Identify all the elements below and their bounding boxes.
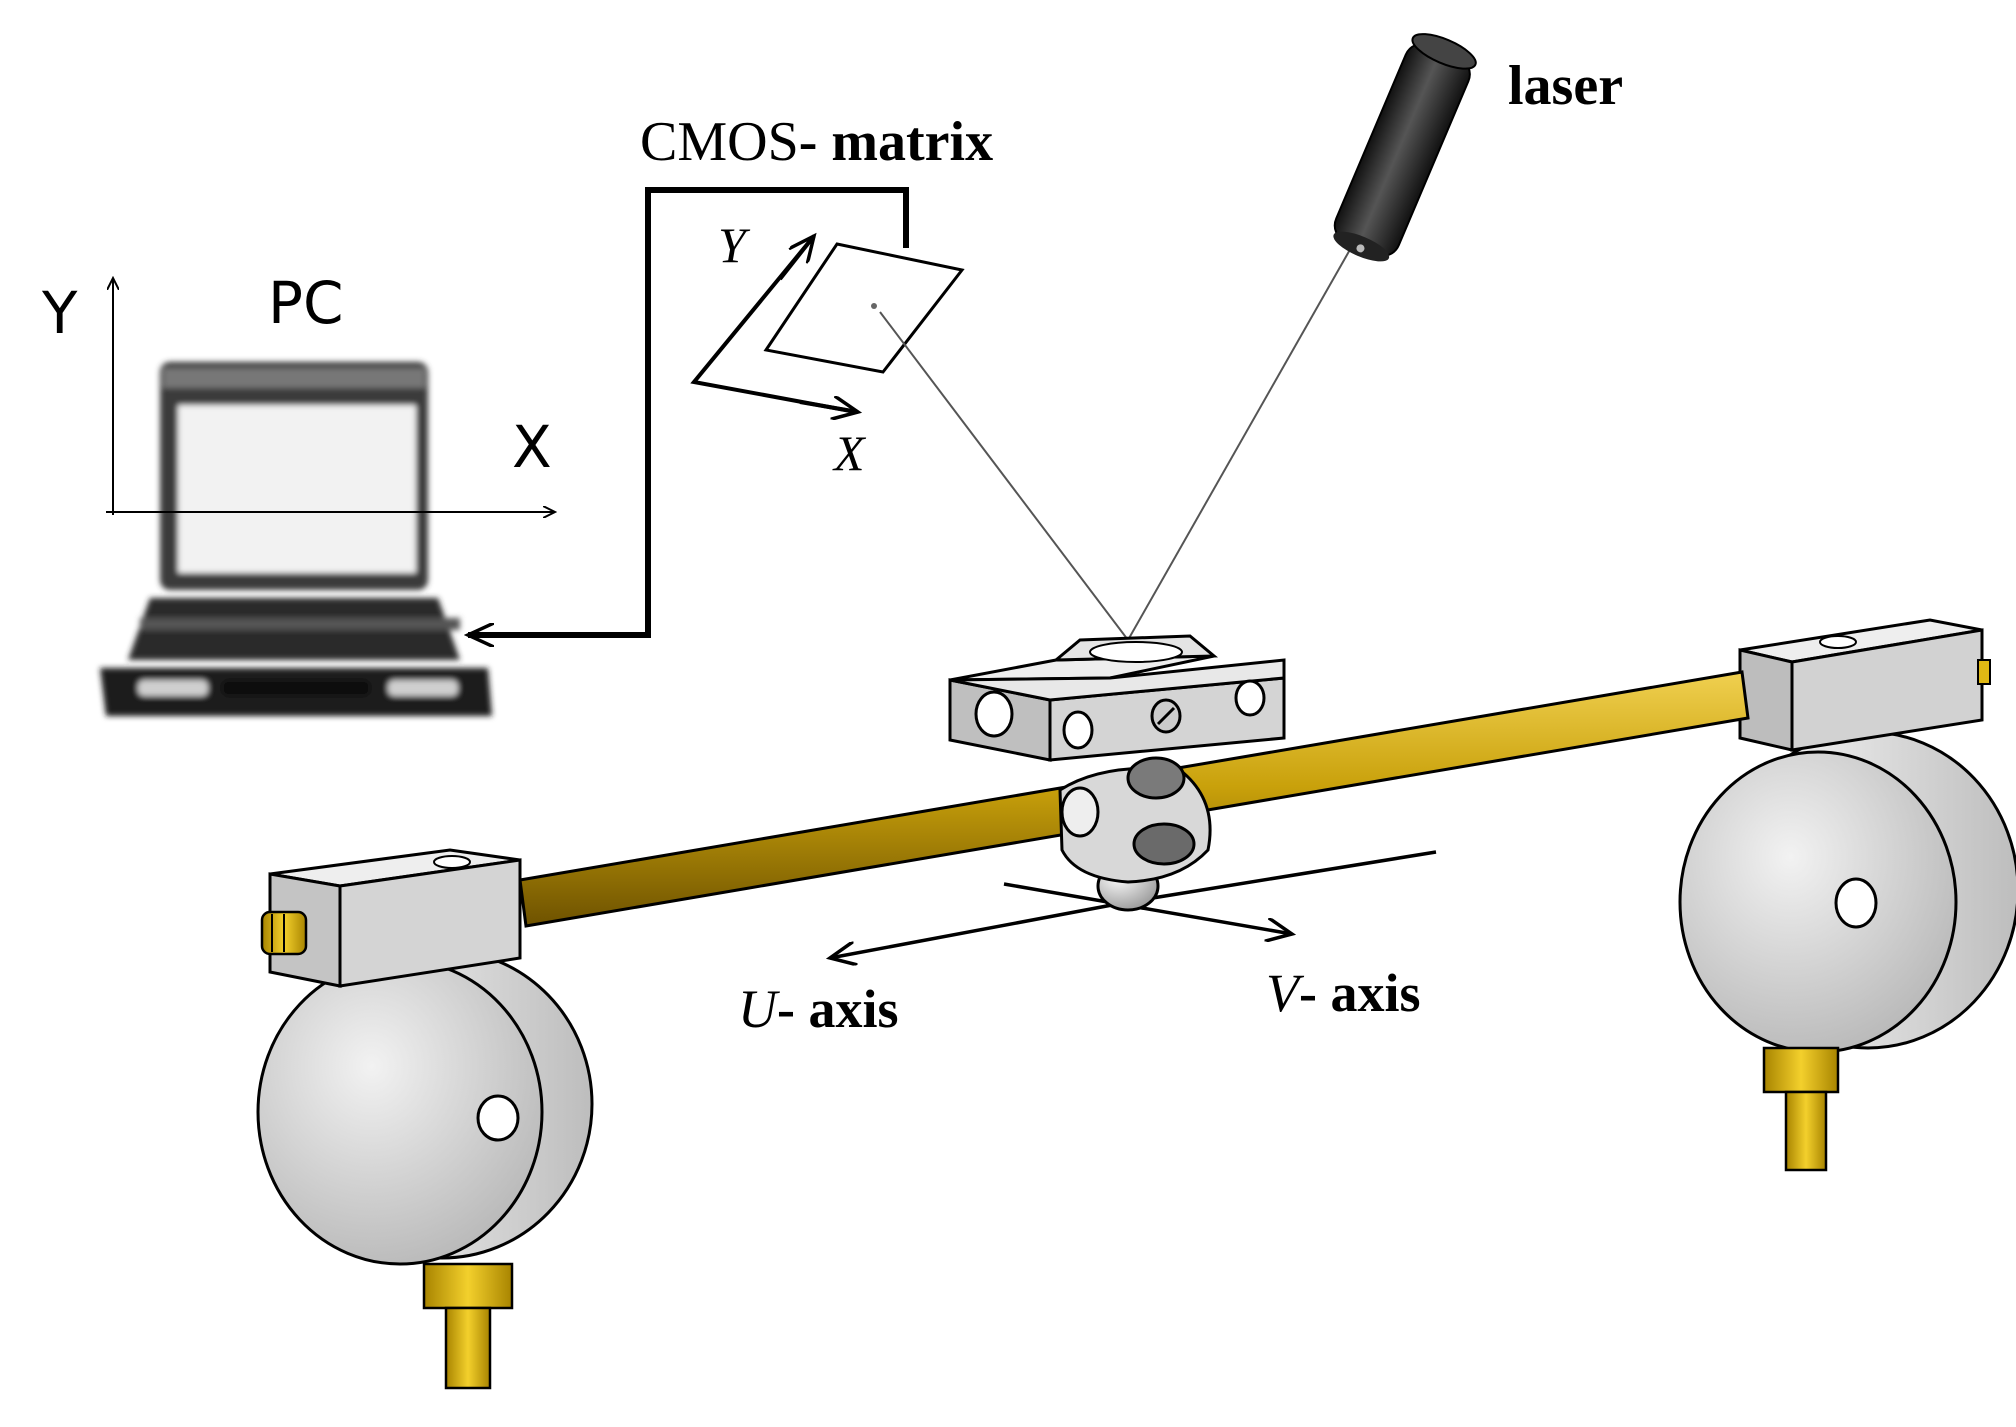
u-axis-label: U- axis <box>738 982 899 1036</box>
laser-label: laser <box>1508 55 1624 117</box>
pc-label: PC <box>268 269 344 337</box>
cmos-laser-spot <box>871 303 877 309</box>
pc-y-axis-label: Y <box>42 279 78 347</box>
cmos-x-axis-label: X <box>834 425 865 481</box>
v-axis-suffix: - axis <box>1299 963 1421 1023</box>
cmos-y-axis-arrow <box>778 236 814 281</box>
cmos-y-axis-label: Y <box>718 217 746 273</box>
u-axis-letter: U <box>738 979 777 1039</box>
left-support <box>256 848 594 1390</box>
v-axis-letter: V <box>1266 963 1299 1023</box>
cmos-matrix-label: CMOS- matrix <box>640 114 993 170</box>
center-carriage <box>948 634 1286 912</box>
cmos-label-suffix: - matrix <box>798 111 994 173</box>
cmos-label-prefix: CMOS <box>640 111 799 173</box>
right-support <box>1678 618 2016 1172</box>
pc-x-axis-label: X <box>512 413 552 481</box>
u-axis-suffix: - axis <box>777 979 899 1039</box>
pc-laptop-icon <box>100 362 492 716</box>
incident-laser-beam <box>1127 231 1361 641</box>
cmos-matrix-sensor <box>763 242 965 374</box>
cmos-to-pc-cable <box>468 187 909 635</box>
reflected-laser-beam <box>879 311 1129 641</box>
laser-icon <box>1333 33 1477 262</box>
u-axis-line-ext <box>1127 850 1437 904</box>
v-axis-label: V- axis <box>1266 966 1421 1020</box>
u-axis-arrow <box>830 900 1129 958</box>
cmos-x-axis-arrow <box>799 402 858 412</box>
v-axis-arrow <box>1003 882 1292 934</box>
